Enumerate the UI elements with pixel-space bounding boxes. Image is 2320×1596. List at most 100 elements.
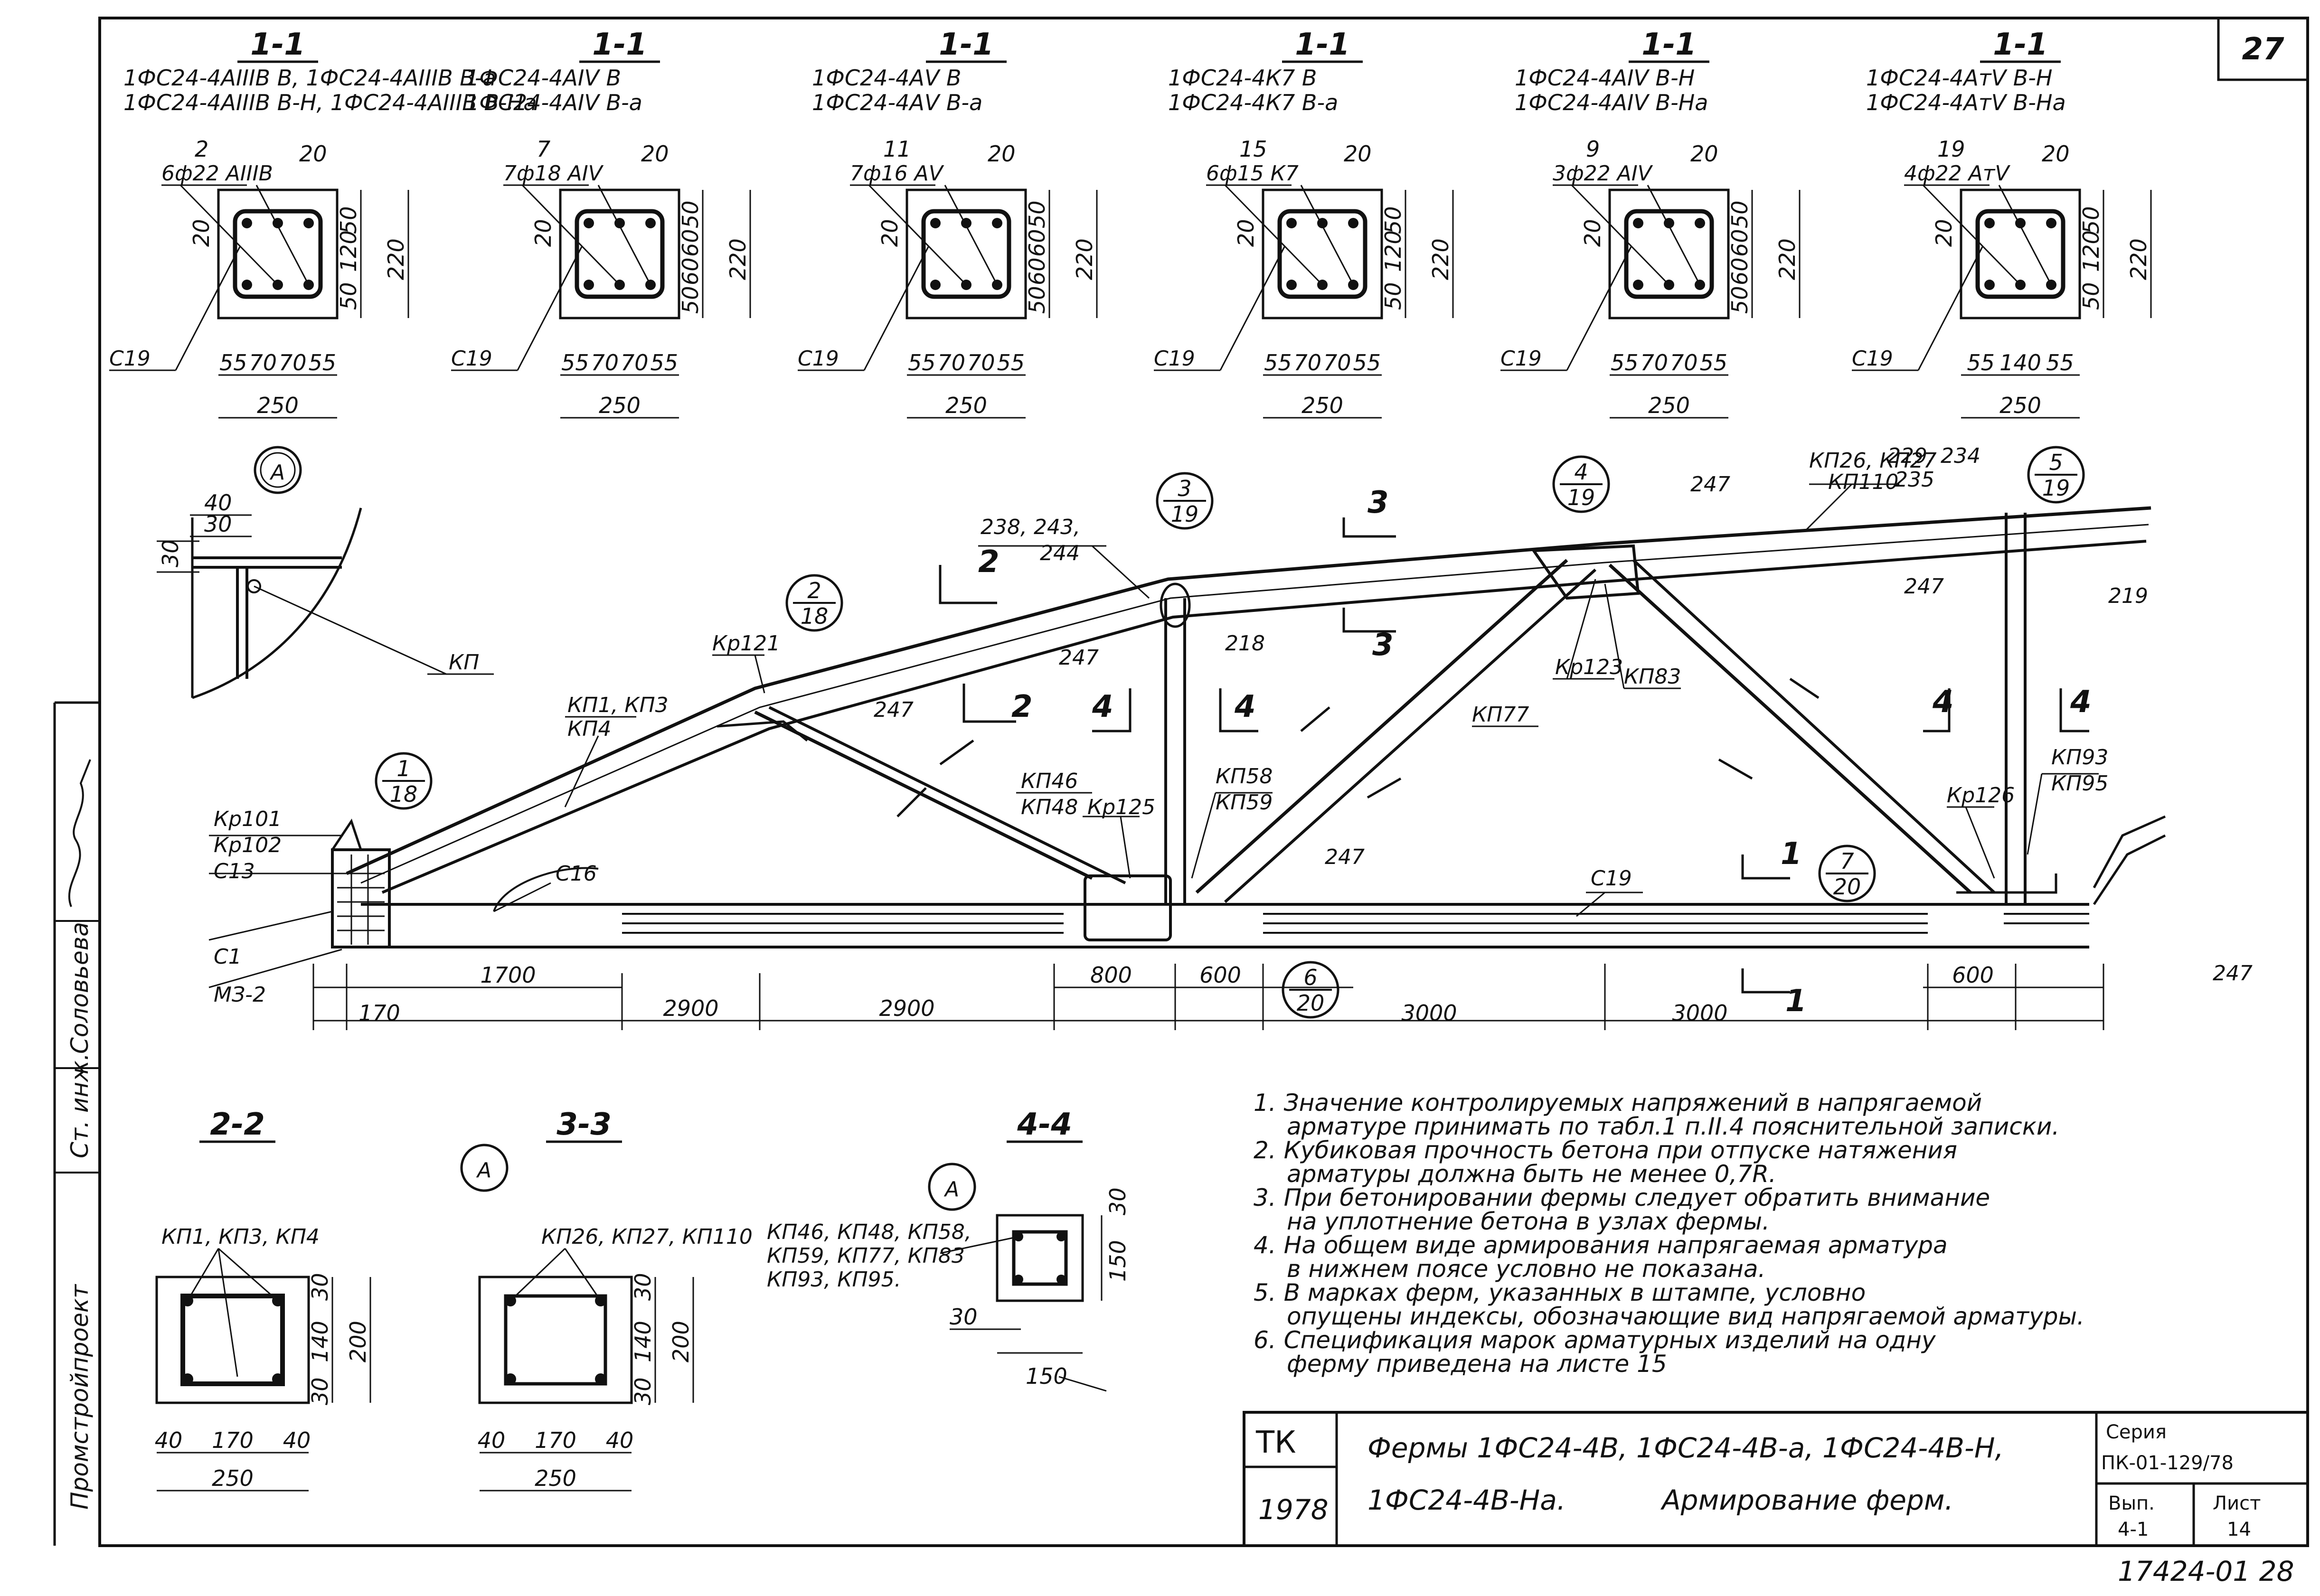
note-line: 3. При бетонировании фермы следует обрат… xyxy=(1254,1184,1990,1211)
title-block-series-value: ПК-01-129/78 xyxy=(2101,1452,2234,1474)
top-section-top-gap: 20 xyxy=(988,141,1016,167)
section-4-4-dim-150h: 150 xyxy=(1105,1240,1131,1282)
top-section-dim-total-v: 220 xyxy=(1774,238,1800,280)
top-section-bars: 6ф15 К7 xyxy=(1206,161,1299,186)
label-kp102: Кр102 xyxy=(214,833,282,857)
title-block-issue-label: Вып. xyxy=(2108,1493,2155,1514)
label-kp1-kp3: КП1, КП3 xyxy=(567,693,669,717)
section-2-2-title: 2-2 xyxy=(210,1107,265,1142)
title-block-title-3: Армирование ферм. xyxy=(1660,1484,1953,1516)
section-2-2-dim-170: 170 xyxy=(212,1427,254,1453)
top-section-mark-line2: 1ФС24-4АV В-а xyxy=(812,90,982,115)
label-247-c: 247 xyxy=(1325,845,1365,869)
callout-bottom: 18 xyxy=(390,781,418,807)
label-kp4: КП4 xyxy=(567,717,611,741)
title-block-series-label: Серия xyxy=(2106,1421,2167,1443)
top-chord-lower xyxy=(381,540,2147,894)
label-kp110: КП110 xyxy=(1828,470,1898,494)
note-line: в нижнем поясе условно не показана. xyxy=(1287,1255,1765,1283)
section-3-3-dim-30b: 30 xyxy=(630,1377,656,1405)
top-section-bars: 6ф22 АIIIВ xyxy=(161,161,273,186)
label-219: 219 xyxy=(2108,584,2148,608)
top-section-dim-v: 60 xyxy=(1024,257,1050,285)
section-3-3-dim-170: 170 xyxy=(535,1427,576,1453)
label-kp126: Кр126 xyxy=(1947,783,2015,807)
top-section-dim-h: 70 xyxy=(591,350,619,376)
top-section-dim-v: 60 xyxy=(678,229,703,257)
top-section-dim-total-v: 220 xyxy=(383,238,409,280)
top-chord-rebar xyxy=(360,524,2149,884)
top-section-dim-h: 55 xyxy=(1353,350,1381,376)
callout-bottom: 18 xyxy=(801,603,829,629)
label-kp95: КП95 xyxy=(2051,771,2108,796)
section-2-2-dim-200: 200 xyxy=(345,1321,371,1362)
top-section-dim-h: 55 xyxy=(997,350,1025,376)
section-4-4-label-1: КП46, КП48, КП58, xyxy=(767,1220,971,1244)
note-line: на уплотнение бетона в узлах фермы. xyxy=(1287,1208,1770,1235)
top-section-dim-h: 70 xyxy=(937,350,965,376)
top-section-mark-line1: 1ФС24-4АIV В xyxy=(465,65,621,91)
top-section-dim-total: 250 xyxy=(257,393,299,418)
section-3-3-title: 3-3 xyxy=(556,1107,612,1142)
top-section-dim-h: 140 xyxy=(1999,350,2041,376)
label-238: 238, 243, xyxy=(981,515,1080,539)
top-section-left-dim: 20 xyxy=(530,219,556,247)
cut-1-label: 1 xyxy=(1781,836,1802,872)
section-2-2-dim-40b: 40 xyxy=(283,1427,311,1453)
dim-3000-a: 3000 xyxy=(1401,1000,1457,1026)
callout-top: 6 xyxy=(1303,965,1317,990)
side-stamp-name: Соловьева xyxy=(66,922,94,1054)
title-block-title-2: 1ФС24-4В-На. xyxy=(1367,1484,1566,1516)
callout-top: 3 xyxy=(1178,476,1191,501)
callout-bottom: 19 xyxy=(2042,475,2070,501)
top-section-dim-h: 55 xyxy=(219,350,247,376)
note-line: 5. В марках ферм, указанных в штампе, ус… xyxy=(1254,1279,1866,1306)
top-section-bars: 4ф22 АтV xyxy=(1904,161,2010,186)
top-section-title: 1-1 xyxy=(1295,27,1350,62)
callout-6: 620 xyxy=(1282,961,1339,1019)
top-section-clamp: С19 xyxy=(451,347,492,371)
section-4-4-detail-a: А xyxy=(943,1177,959,1202)
label-218: 218 xyxy=(1225,631,1265,656)
top-section-mark: 19 xyxy=(1937,136,1965,162)
top-section-mark-line1: 1ФС24-4АIV В-Н xyxy=(1515,65,1695,91)
dim-2900-b: 2900 xyxy=(879,995,934,1021)
label-kp125: Кр125 xyxy=(1087,795,1155,819)
title-block-sheet-label: Лист xyxy=(2213,1493,2261,1514)
label-247-d: 247 xyxy=(1690,472,1730,497)
label-kp93: КП93 xyxy=(2051,745,2108,770)
top-section-title: 1-1 xyxy=(592,27,647,62)
callout-1: 118 xyxy=(375,752,433,810)
top-section-title: 1-1 xyxy=(250,27,305,62)
top-section-mark-line1: 1ФС24-4АV В xyxy=(812,65,962,91)
top-section-left-dim: 20 xyxy=(1931,219,1957,247)
kp-detail-label: КП xyxy=(449,650,479,675)
top-section-dim-v: 50 xyxy=(2078,206,2104,234)
detail-a-dim-40: 40 xyxy=(204,490,232,516)
section-4-4: 4-4 А КП46, КП48, КП58, КП59, КП77, КП83… xyxy=(767,1107,1131,1392)
label-235: 235 xyxy=(1895,468,1934,492)
top-section-dim-v: 50 xyxy=(336,282,361,310)
section-2-2-dim-140: 140 xyxy=(307,1321,333,1362)
top-section-dim-v: 50 xyxy=(2078,282,2104,310)
top-section-dim-v: 120 xyxy=(2078,230,2104,272)
top-section-mark-line2: 1ФС24-4АIIIВ В-Н, 1ФС24-4АIIIВ В-На xyxy=(123,90,537,115)
cut-4b-label: 4 xyxy=(1234,689,1256,724)
section-3-3-dim-140: 140 xyxy=(630,1321,656,1362)
note-line: 2. Кубиковая прочность бетона при отпуск… xyxy=(1254,1136,1957,1164)
top-section-left-dim: 20 xyxy=(877,219,903,247)
callout-top: 4 xyxy=(1574,459,1588,485)
title-block-title-1: Фермы 1ФС24-4В, 1ФС24-4В-а, 1ФС24-4В-Н, xyxy=(1367,1432,2004,1464)
top-section-mark: 9 xyxy=(1586,136,1600,162)
dim-800: 800 xyxy=(1090,962,1132,988)
section-3-3-label: КП26, КП27, КП110 xyxy=(541,1225,753,1249)
callout-4: 419 xyxy=(1552,455,1610,513)
callout-bottom: 19 xyxy=(1171,501,1199,527)
top-section-dim-total-v: 220 xyxy=(725,238,751,280)
top-section-dim-total: 250 xyxy=(945,393,987,418)
top-section-mark-line2: 1ФС24-4АIV В-На xyxy=(1515,90,1708,115)
